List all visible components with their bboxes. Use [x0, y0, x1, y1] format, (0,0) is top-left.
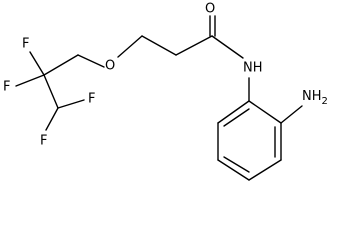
ring-inner-2	[223, 156, 250, 173]
atom-label-amino-nh: NH	[302, 89, 322, 104]
bond-c-alpha	[175, 35, 213, 56]
ring-bond-3	[217, 159, 250, 181]
bond-c-n	[211, 35, 244, 59]
bond-cf2-f1	[29, 51, 45, 76]
chemical-structure: O NH O NH2 F F F F	[3, 2, 328, 181]
bond-chf2-f4	[45, 107, 59, 131]
atom-label-fluorine-2: F	[3, 80, 10, 95]
atom-label-fluorine-3: F	[88, 92, 95, 107]
atom-label-fluorine-4: F	[40, 134, 47, 149]
bond-ring-nh2	[280, 105, 303, 124]
ring-bond-4	[248, 159, 282, 181]
bond-alpha-beta	[141, 35, 177, 56]
bond-cf2-chf2	[43, 74, 59, 109]
atom-label-carbonyl-o: O	[205, 2, 215, 17]
atom-labels: O NH O NH2 F F F F	[3, 2, 328, 149]
atom-label-amide-nh: NH	[243, 61, 263, 76]
ring-bond-1	[217, 100, 250, 124]
atom-label-amino-subscript: 2	[322, 96, 328, 107]
bond-ch2-cf2	[43, 54, 79, 76]
bonds	[15, 15, 303, 181]
ring-bond-6	[248, 100, 282, 124]
bond-cf2-f2	[15, 74, 45, 87]
ring-inner-1	[223, 108, 250, 127]
atom-label-fluorine-1: F	[22, 37, 29, 52]
bond-o-ch2	[77, 54, 105, 68]
bond-beta-o	[117, 35, 143, 58]
atom-label-ether-o: O	[105, 59, 115, 74]
bond-chf2-f3	[57, 99, 85, 109]
atom-label-amino: NH2	[302, 89, 328, 107]
